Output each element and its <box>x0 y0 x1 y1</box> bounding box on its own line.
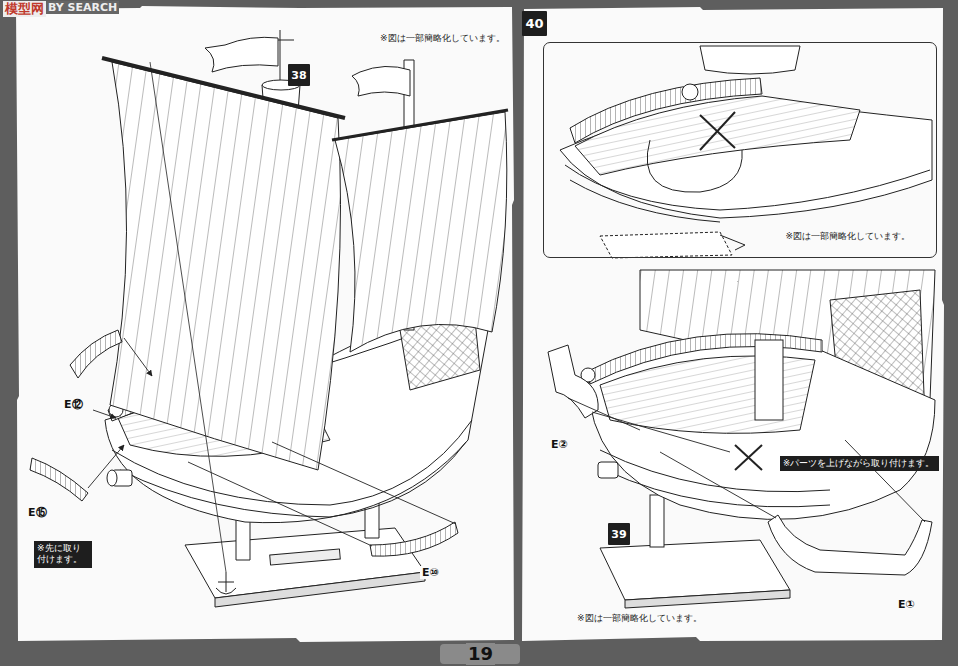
left-parts <box>88 445 124 488</box>
page-frame <box>522 7 944 641</box>
part-label: E⑮ <box>26 506 49 519</box>
right-parts <box>768 515 932 575</box>
left-parts <box>93 410 116 418</box>
left-parts <box>370 522 458 556</box>
note-text: ※図は一部簡略化しています。 <box>575 613 704 624</box>
detail-panel: ※図は一部簡略化しています。 <box>543 42 937 258</box>
left-ship <box>270 549 341 565</box>
box-text: ※図は一部簡略化しています。 <box>785 230 910 243</box>
left-ship <box>110 62 341 470</box>
box-text: 39 <box>611 528 626 541</box>
box-text: ※パーツを上げながら取り付けます。 <box>783 458 936 469</box>
left-parts <box>30 458 88 501</box>
left-parts <box>30 330 458 556</box>
right-parts <box>568 398 640 430</box>
left-ship <box>216 572 236 594</box>
inset-ship <box>575 96 860 175</box>
inset-ship <box>682 84 698 100</box>
right-ship <box>605 470 830 507</box>
part-label: E② <box>549 438 570 451</box>
right-parts <box>845 440 925 522</box>
right-ship <box>586 334 822 384</box>
right-parts <box>548 345 598 418</box>
inset-ship <box>700 46 800 74</box>
part-label: E⑩ <box>420 566 441 579</box>
inset-ship <box>600 232 732 258</box>
inset-ship <box>570 180 720 222</box>
note-box: ※先に取り付けます。 <box>34 541 92 568</box>
right-parts <box>660 452 776 518</box>
box-text: ※先に取り付けます。 <box>37 543 89 566</box>
inset-ship <box>565 165 930 210</box>
inset-ship <box>700 112 735 150</box>
watermark: BY SEARCH <box>46 1 119 14</box>
left-ship <box>352 66 410 96</box>
left-parts <box>124 338 152 376</box>
page-frame <box>440 644 520 664</box>
inset-ship <box>560 46 932 258</box>
box-text: 40 <box>525 16 543 31</box>
inset-ship <box>647 140 742 192</box>
left-ship <box>107 470 117 486</box>
right-ship <box>735 445 762 470</box>
left-parts <box>88 338 456 546</box>
page-number: 19 <box>466 643 495 665</box>
left-parts <box>70 330 122 378</box>
left-ship <box>102 58 345 118</box>
right-ship <box>735 445 762 470</box>
left-ship <box>150 62 226 572</box>
note-text: ※図は一部簡略化しています。 <box>378 33 507 44</box>
watermark: 模型网 <box>3 1 46 17</box>
step-number: 40 <box>522 11 547 36</box>
step-number: 38 <box>288 64 310 86</box>
left-parts <box>272 442 456 524</box>
right-ship <box>600 540 790 600</box>
left-ship <box>205 37 278 72</box>
step-number: 39 <box>608 523 630 545</box>
right-ship <box>650 495 664 547</box>
box-text: 38 <box>291 69 306 82</box>
right-ship <box>598 462 618 478</box>
left-ship <box>102 30 508 607</box>
page-frame <box>16 6 514 642</box>
right-ship <box>581 270 935 608</box>
right-ship <box>755 340 783 420</box>
note-box: ※パーツを上げながら取り付けます。 <box>780 456 939 471</box>
left-ship <box>332 110 508 140</box>
left-ship <box>215 572 425 607</box>
part-label: E⑫ <box>62 398 85 411</box>
inset-ship <box>720 235 745 250</box>
right-ship <box>625 590 790 608</box>
left-ship <box>335 112 507 352</box>
part-label: E① <box>896 598 917 611</box>
